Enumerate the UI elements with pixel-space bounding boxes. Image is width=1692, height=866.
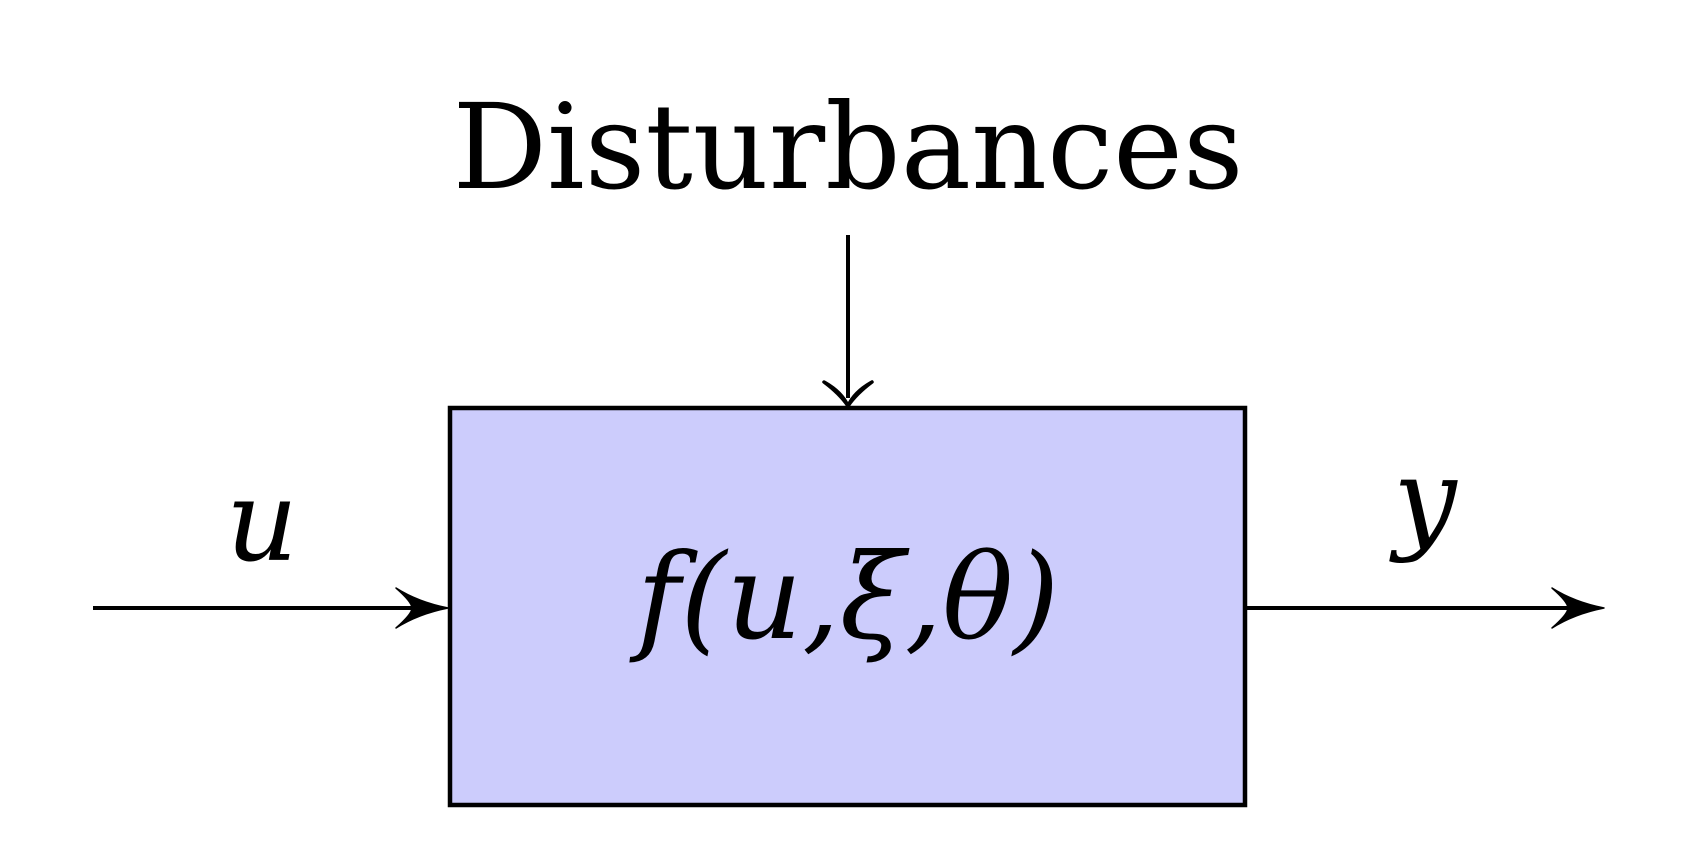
output-label: y bbox=[1388, 435, 1458, 565]
disturbance-arrow bbox=[822, 235, 874, 408]
disturbances-label: Disturbances bbox=[452, 78, 1243, 216]
output-arrow bbox=[1247, 587, 1605, 629]
block-function-label: f(u,ξ,θ) bbox=[629, 528, 1060, 666]
input-label: u bbox=[226, 457, 298, 587]
system-block bbox=[447, 405, 1248, 808]
input-arrow bbox=[93, 587, 449, 629]
